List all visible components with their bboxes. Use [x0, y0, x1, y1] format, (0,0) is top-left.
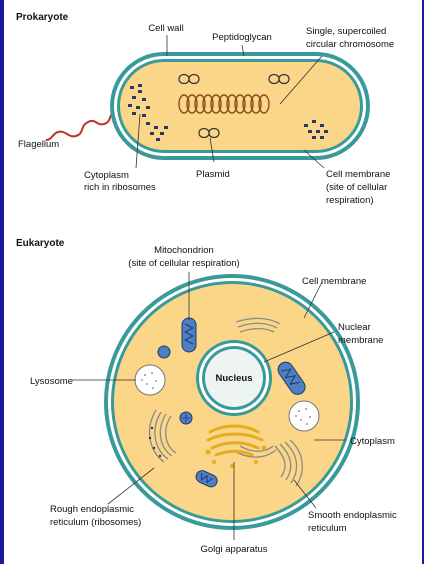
label-cytoplasm: Cytoplasm — [350, 436, 395, 447]
diagram-panel: Prokaryote — [4, 0, 422, 564]
cell-diagram: Prokaryote — [4, 0, 422, 564]
label-smooth-er-1: Smooth endoplasmic — [308, 510, 397, 521]
label-membrane-1: Cell membrane — [326, 169, 390, 180]
label-mito-2: (site of cellular respiration) — [128, 258, 239, 269]
label-membrane-2: (site of cellular — [326, 182, 387, 193]
label-cell-wall: Cell wall — [148, 23, 183, 34]
prokaryote-heading: Prokaryote — [16, 12, 69, 23]
flagellum — [46, 110, 116, 140]
label-cytoplasm-2: rich in ribosomes — [84, 182, 156, 193]
nucleus: Nucleus — [196, 340, 272, 416]
label-rough-er-1: Rough endoplasmic — [50, 504, 134, 515]
label-cytoplasm-1: Cytoplasm — [84, 170, 129, 181]
label-lysosome: Lysosome — [30, 376, 73, 387]
label-nuclear-2: membrane — [338, 335, 383, 346]
label-chromosome-1: Single, supercoiled — [306, 26, 386, 37]
label-plasmid: Plasmid — [196, 169, 230, 180]
label-flagellum: Flagellum — [18, 139, 59, 150]
label-mito-1: Mitochondrion — [154, 245, 214, 256]
eukaryote-heading: Eukaryote — [16, 238, 65, 249]
label-nucleus: Nucleus — [216, 373, 253, 384]
label-golgi: Golgi apparatus — [200, 544, 267, 555]
label-cell-membrane: Cell membrane — [302, 276, 366, 287]
label-nuclear-1: Nuclear — [338, 322, 371, 333]
label-peptidoglycan: Peptidoglycan — [212, 32, 272, 43]
label-smooth-er-2: reticulum — [308, 523, 347, 534]
label-rough-er-2: reticulum (ribosomes) — [50, 517, 141, 528]
label-chromosome-2: circular chromosome — [306, 39, 394, 50]
label-membrane-3: respiration) — [326, 195, 374, 206]
